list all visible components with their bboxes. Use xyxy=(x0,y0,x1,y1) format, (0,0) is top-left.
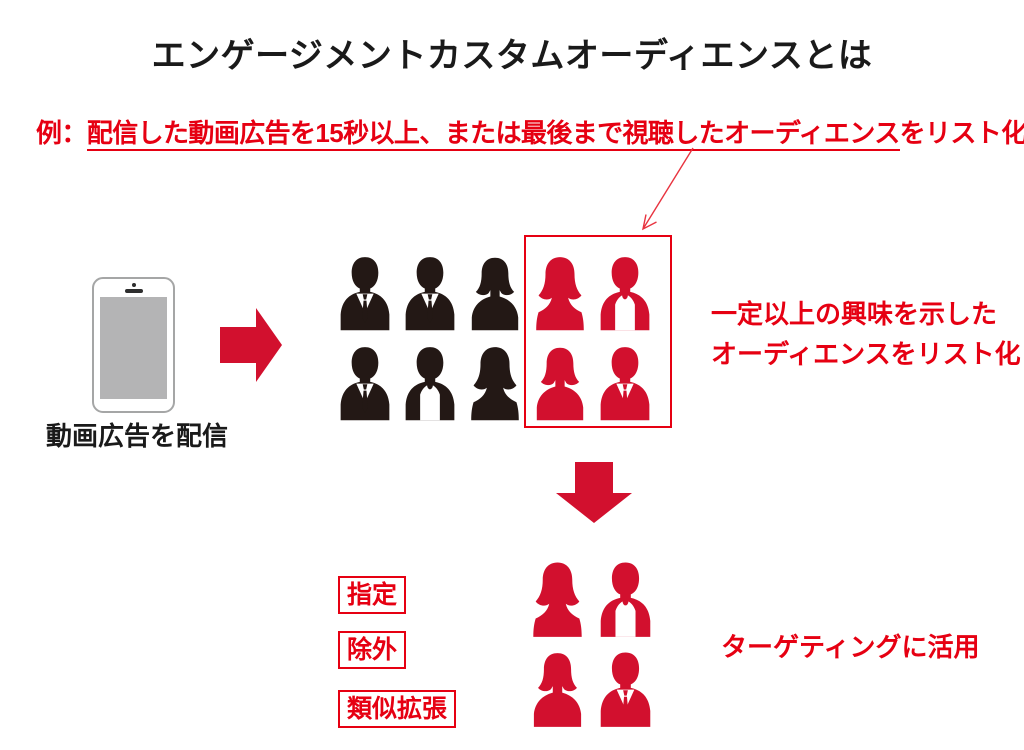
example-note-underlined: 配信した動画広告を15秒以上、または最後まで視聴したオーディエンス xyxy=(86,118,900,151)
audience-grid xyxy=(336,254,654,421)
engaged-note-line1: 一定以上の興味を示した xyxy=(711,299,998,329)
page-title: エンゲージメントカスタムオーディエンスとは xyxy=(151,37,873,75)
listed-audience-grid xyxy=(528,559,655,728)
engaged-note: 一定以上の興味を示した オーディエンスをリスト化 xyxy=(711,294,1021,374)
listed-audience-row xyxy=(528,649,655,728)
arrow-right-icon xyxy=(220,308,282,382)
phone-speaker xyxy=(124,289,143,293)
targeting-note: ターゲティングに活用 xyxy=(721,632,980,662)
person-bust-icon xyxy=(600,652,651,727)
person-bust-icon xyxy=(405,347,455,421)
person-bust-icon xyxy=(471,347,519,421)
phone-camera-dot xyxy=(131,283,136,287)
person-bust-icon xyxy=(600,562,651,637)
tag-include: 指定 xyxy=(338,576,407,614)
tag-exclude: 除外 xyxy=(338,631,407,669)
listed-audience-row xyxy=(528,559,655,638)
person-bust-icon xyxy=(600,257,650,331)
person-bust-icon xyxy=(340,347,390,421)
engaged-note-line2: オーディエンスをリスト化 xyxy=(711,339,1021,369)
person-bust-icon xyxy=(405,257,455,331)
person-bust-icon xyxy=(536,347,584,421)
person-bust-icon xyxy=(536,257,584,331)
audience-row xyxy=(336,344,654,421)
person-bust-icon xyxy=(340,257,390,331)
person-bust-icon xyxy=(471,257,519,331)
example-note-prefix: 例： xyxy=(36,118,87,148)
audience-row xyxy=(336,254,654,331)
phone-caption: 動画広告を配信 xyxy=(46,421,229,451)
person-bust-icon xyxy=(533,653,582,727)
example-note: 例：配信した動画広告を15秒以上、または最後まで視聴したオーディエンスをリスト化 xyxy=(36,113,1024,151)
arrow-down-icon xyxy=(556,462,632,523)
phone-screen xyxy=(100,297,167,399)
tag-lookalike: 類似拡張 xyxy=(338,690,457,728)
person-bust-icon xyxy=(533,562,582,637)
smartphone-icon xyxy=(92,277,175,413)
highlight-box xyxy=(524,235,672,428)
leader-arrow-icon xyxy=(642,147,694,231)
example-note-suffix: をリスト化 xyxy=(899,118,1024,148)
person-bust-icon xyxy=(600,347,650,421)
